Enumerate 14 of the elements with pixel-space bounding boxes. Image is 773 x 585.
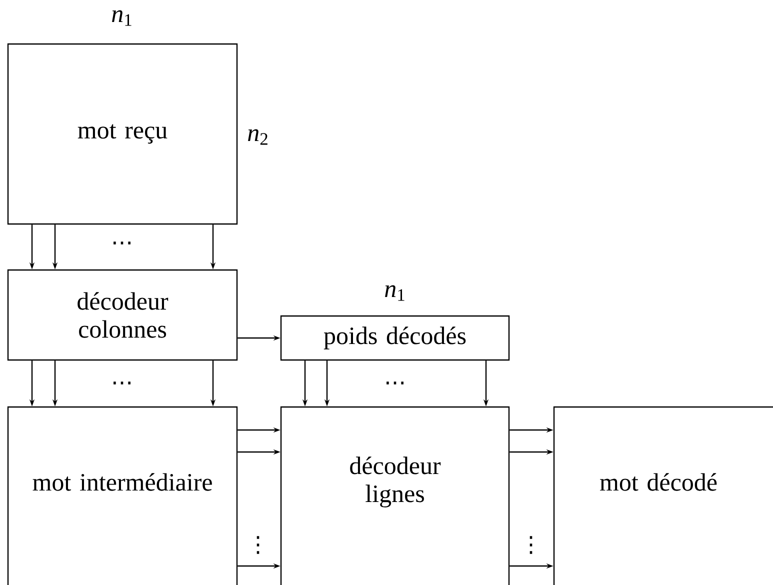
ellipsis-dots: … xyxy=(114,242,130,244)
block-label: décodeur lignes xyxy=(350,456,441,508)
block-label: décodeur colonnes xyxy=(78,292,168,338)
dimension-label: n$_{1}$ xyxy=(112,10,132,26)
block-label: mot reçu xyxy=(78,124,168,144)
block-label: mot décodé xyxy=(600,473,717,491)
dimension-label: n$_{1}$ xyxy=(385,285,404,301)
dimension-label: n$_{2}$ xyxy=(248,129,268,145)
ellipsis-dots: … xyxy=(114,382,130,384)
ellipsis-dots: ⋮ xyxy=(256,536,260,554)
block-label: poids décodés xyxy=(324,326,466,350)
ellipsis-dots: ⋮ xyxy=(530,536,532,554)
block-label: mot intermédiaire xyxy=(32,473,212,491)
ellipsis-dots: … xyxy=(386,382,404,384)
